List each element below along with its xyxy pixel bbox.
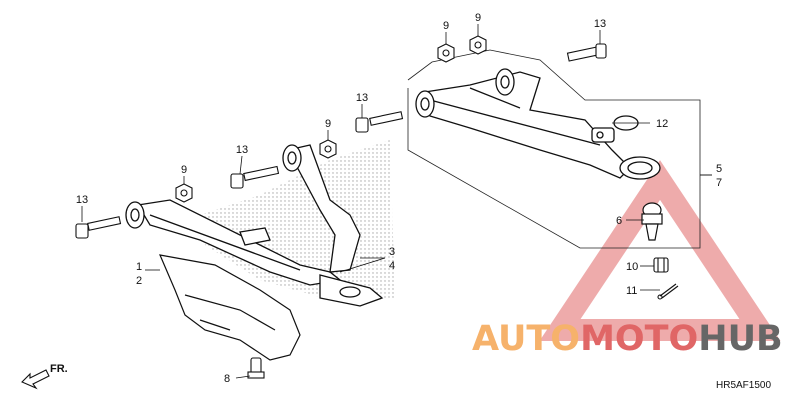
bolt — [75, 43, 607, 379]
front-label: FR. — [50, 363, 68, 375]
leader-lines — [81, 24, 712, 379]
ball-joint — [641, 202, 663, 241]
watermark-triangle — [539, 160, 781, 341]
callout-13-bolt-upper: 13 — [594, 18, 606, 30]
callout-7-upper-arm: 7 — [716, 177, 722, 189]
watermark-part1: AUTOMOTOHUB — [472, 319, 783, 359]
lower-a-arm — [125, 144, 384, 307]
front-arrow-icon: FR. — [21, 363, 68, 390]
callout-13-bolt-lower: 13 — [236, 144, 248, 156]
callouts: 9 9 13 13 9 13 9 13 12 5 7 6 10 11 3 4 1… — [76, 12, 722, 385]
watermark-auto: AUTO — [472, 319, 580, 359]
nut — [175, 35, 487, 203]
callout-13-bolt: 13 — [356, 92, 368, 104]
callout-2-skid-plate: 2 — [136, 275, 142, 287]
callout-9-nut-left: 9 — [181, 164, 187, 176]
callout-4-lower-arm: 4 — [389, 260, 395, 272]
watermark-text: AUTOMOTOHUB — [472, 319, 783, 359]
watermark-moto: MOTO — [580, 319, 698, 359]
callout-13-bolt-left: 13 — [76, 194, 88, 206]
callout-9-nut: 9 — [443, 20, 449, 32]
callout-5-upper-arm: 5 — [716, 163, 722, 175]
callout-3-lower-arm: 3 — [389, 246, 395, 258]
callout-1-skid-plate: 1 — [136, 261, 142, 273]
watermark-hub: HUB — [698, 319, 782, 359]
callout-10-castle-nut: 10 — [626, 261, 638, 273]
skid-plate — [159, 254, 301, 361]
upper-a-arm — [415, 68, 661, 180]
callout-12-snap-ring: 12 — [656, 118, 668, 130]
diagram-code: HR5AF1500 — [716, 380, 771, 391]
callout-8-bolt: 8 — [224, 373, 230, 385]
cotter-pin — [657, 283, 679, 300]
callout-9-nut-upper: 9 — [475, 12, 481, 24]
callout-9-nut-lower: 9 — [325, 118, 331, 130]
callout-6-ball-joint: 6 — [616, 215, 622, 227]
callout-11-cotter-pin: 11 — [626, 285, 637, 297]
castle-nut — [653, 257, 669, 273]
